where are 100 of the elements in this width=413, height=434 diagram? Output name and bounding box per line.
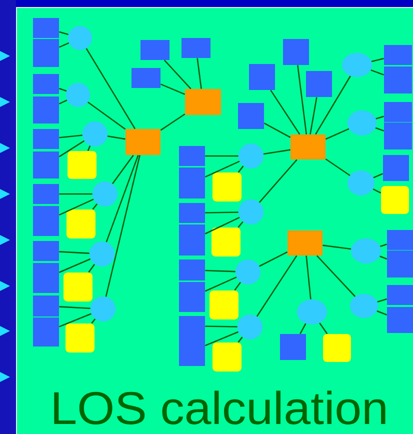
connector-line — [315, 76, 351, 135]
connector-line — [160, 114, 186, 131]
connector-line — [58, 313, 92, 328]
connector-line — [205, 212, 238, 214]
connector-line — [238, 336, 243, 343]
block — [33, 296, 59, 316]
connector-line — [105, 155, 140, 297]
circle-node — [238, 314, 262, 340]
connector-line — [297, 65, 308, 134]
connector-line — [58, 140, 85, 158]
block — [33, 263, 59, 293]
connector-line — [88, 264, 96, 273]
connector-line — [238, 221, 244, 228]
block — [182, 38, 210, 58]
circle-node — [238, 200, 264, 224]
block — [33, 184, 59, 204]
connector-line — [263, 149, 290, 155]
connector-line — [204, 160, 240, 178]
circle-node — [351, 238, 381, 264]
connector-line — [196, 58, 202, 89]
block — [33, 96, 59, 124]
circle-node — [68, 26, 92, 50]
block — [33, 18, 59, 38]
rounded-square — [323, 334, 351, 362]
connector-line — [310, 97, 318, 134]
connector-line — [371, 58, 384, 62]
block — [179, 146, 205, 166]
block — [33, 318, 59, 346]
connector-line — [306, 256, 312, 300]
circle-node — [297, 300, 327, 324]
connector-line — [59, 31, 68, 36]
circle-node — [66, 83, 90, 107]
connector-line — [107, 135, 126, 140]
block — [384, 102, 412, 122]
connector-line — [58, 198, 94, 216]
connector-line — [106, 154, 139, 242]
block — [179, 203, 205, 223]
connector-line — [376, 116, 384, 120]
connector-line — [205, 155, 238, 157]
connector-line — [372, 188, 382, 194]
block — [33, 39, 59, 67]
block — [179, 168, 205, 198]
connector-line — [92, 204, 98, 210]
connector-line — [58, 42, 70, 48]
connector-line — [204, 276, 237, 292]
block — [384, 45, 412, 65]
connector-line — [376, 310, 388, 316]
connector-line — [205, 270, 236, 272]
connector-line — [377, 298, 387, 303]
connector-line — [325, 128, 350, 140]
block — [132, 68, 160, 88]
connector-line — [370, 69, 384, 76]
connector-line — [258, 159, 298, 203]
connector-line — [112, 154, 134, 184]
connector-line — [87, 145, 91, 152]
connector-line — [325, 158, 350, 176]
connector-line — [86, 48, 136, 130]
circle-node — [90, 296, 116, 322]
block — [179, 260, 205, 280]
block — [179, 282, 205, 312]
connector-line — [322, 244, 352, 250]
block — [33, 241, 59, 261]
rounded-square — [66, 210, 96, 238]
connector-line — [160, 84, 186, 95]
connector-line — [300, 323, 306, 334]
block — [33, 152, 59, 178]
circle-node — [236, 260, 260, 284]
circle-node — [350, 294, 378, 318]
block — [238, 103, 264, 129]
rounded-square — [68, 151, 96, 179]
circle-node — [348, 110, 376, 136]
rounded-square — [212, 228, 240, 256]
connector-line — [58, 100, 68, 104]
connector-line — [204, 216, 240, 234]
connector-line — [58, 258, 91, 273]
connector-line — [59, 306, 90, 309]
block — [179, 336, 205, 366]
connector-line — [375, 127, 384, 132]
connector-line — [58, 88, 67, 92]
block — [383, 155, 409, 181]
connector-line — [259, 251, 288, 267]
connector-line — [380, 244, 387, 248]
connector-line — [256, 255, 298, 317]
rounded-square — [64, 272, 92, 302]
rounded-square — [381, 186, 409, 214]
connector-line — [316, 255, 356, 297]
connector-line — [204, 331, 239, 346]
block — [387, 285, 413, 305]
block — [140, 40, 170, 60]
connector-line — [205, 326, 238, 328]
connector-line — [238, 166, 244, 173]
connector-line — [373, 173, 384, 178]
block — [283, 39, 309, 65]
connector-line — [88, 102, 126, 130]
connector-line — [59, 193, 92, 195]
rounded-square — [210, 290, 238, 320]
rounded-square — [66, 324, 94, 352]
block — [387, 230, 413, 250]
connector-line — [234, 282, 242, 291]
circle-node — [238, 144, 264, 168]
